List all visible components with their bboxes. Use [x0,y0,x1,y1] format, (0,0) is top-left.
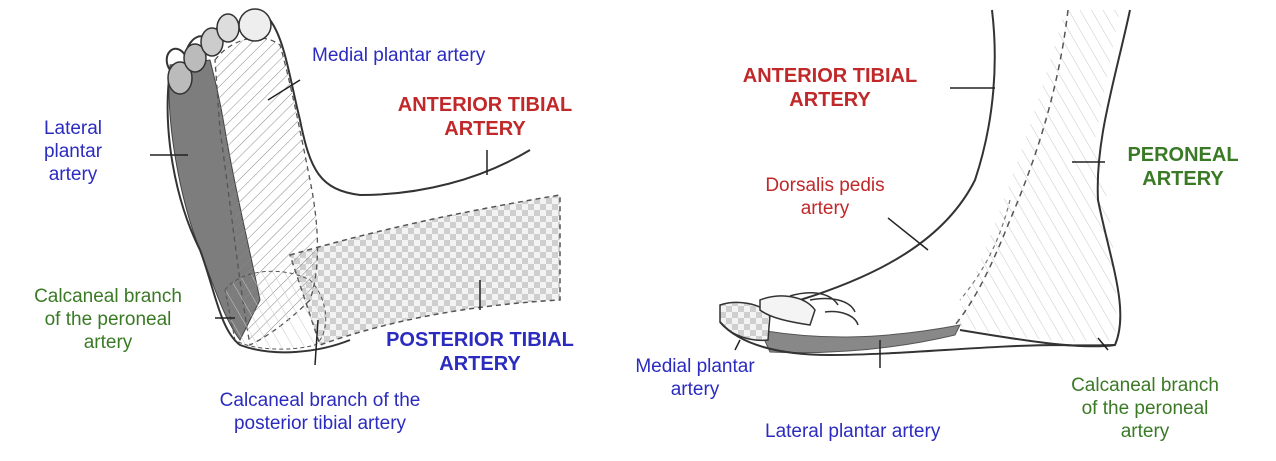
label-calcaneal-branch-posterior-tibial: Calcaneal branch of the posterior tibial… [175,389,465,435]
toe [239,9,271,41]
label-line: ARTERY [715,88,945,112]
leg-front-outline [800,10,995,300]
label-line: ARTERY [375,117,595,141]
label-lateral-plantar-artery-right: Lateral plantar artery [765,420,940,443]
label-anterior-tibial-artery-right: ANTERIOR TIBIAL ARTERY [715,64,945,112]
toe [217,14,239,42]
label-anterior-tibial-artery-left: ANTERIOR TIBIAL ARTERY [375,93,595,141]
label-line: Lateral [28,117,118,140]
lateral-plantar-region [760,325,960,353]
label-line: of the peroneal [1045,397,1245,420]
label-line: artery [605,378,785,401]
label-line: Dorsalis pedis [735,174,915,197]
label-line: artery [735,197,915,220]
label-posterior-tibial-artery: POSTERIOR TIBIAL ARTERY [360,328,600,376]
label-peroneal-artery: PERONEAL ARTERY [1108,143,1258,191]
label-calcaneal-branch-peroneal-left: Calcaneal branch of the peroneal artery [8,285,208,354]
leader-line [888,218,928,250]
label-line: ARTERY [360,352,600,376]
toe [810,299,855,313]
label-line: artery [1045,420,1245,443]
label-line: of the peroneal [8,308,208,331]
label-line: Calcaneal branch [1045,374,1245,397]
label-line: ANTERIOR TIBIAL [715,64,945,88]
label-line: PERONEAL [1108,143,1258,167]
label-line: ANTERIOR TIBIAL [375,93,595,117]
label-line: POSTERIOR TIBIAL [360,328,600,352]
label-line: artery [28,163,118,186]
label-line: artery [8,331,208,354]
leader-line [735,340,740,350]
label-line: Calcaneal branch [8,285,208,308]
toe [825,312,858,325]
label-line: Medial plantar [605,355,785,378]
label-medial-plantar-artery-right: Medial plantar artery [605,355,785,401]
label-lateral-plantar-artery-left: Lateral plantar artery [28,117,118,186]
label-medial-plantar-artery-left: Medial plantar artery [312,44,485,67]
label-line: Calcaneal branch of the [175,389,465,412]
posterior-tibial-region [290,195,560,345]
label-line: posterior tibial artery [175,412,465,435]
peroneal-region [955,10,1120,341]
label-line: plantar [28,140,118,163]
label-dorsalis-pedis-artery: Dorsalis pedis artery [735,174,915,220]
label-calcaneal-branch-peroneal-right: Calcaneal branch of the peroneal artery [1045,374,1245,443]
heel-region [225,271,326,349]
label-line: ARTERY [1108,167,1258,191]
